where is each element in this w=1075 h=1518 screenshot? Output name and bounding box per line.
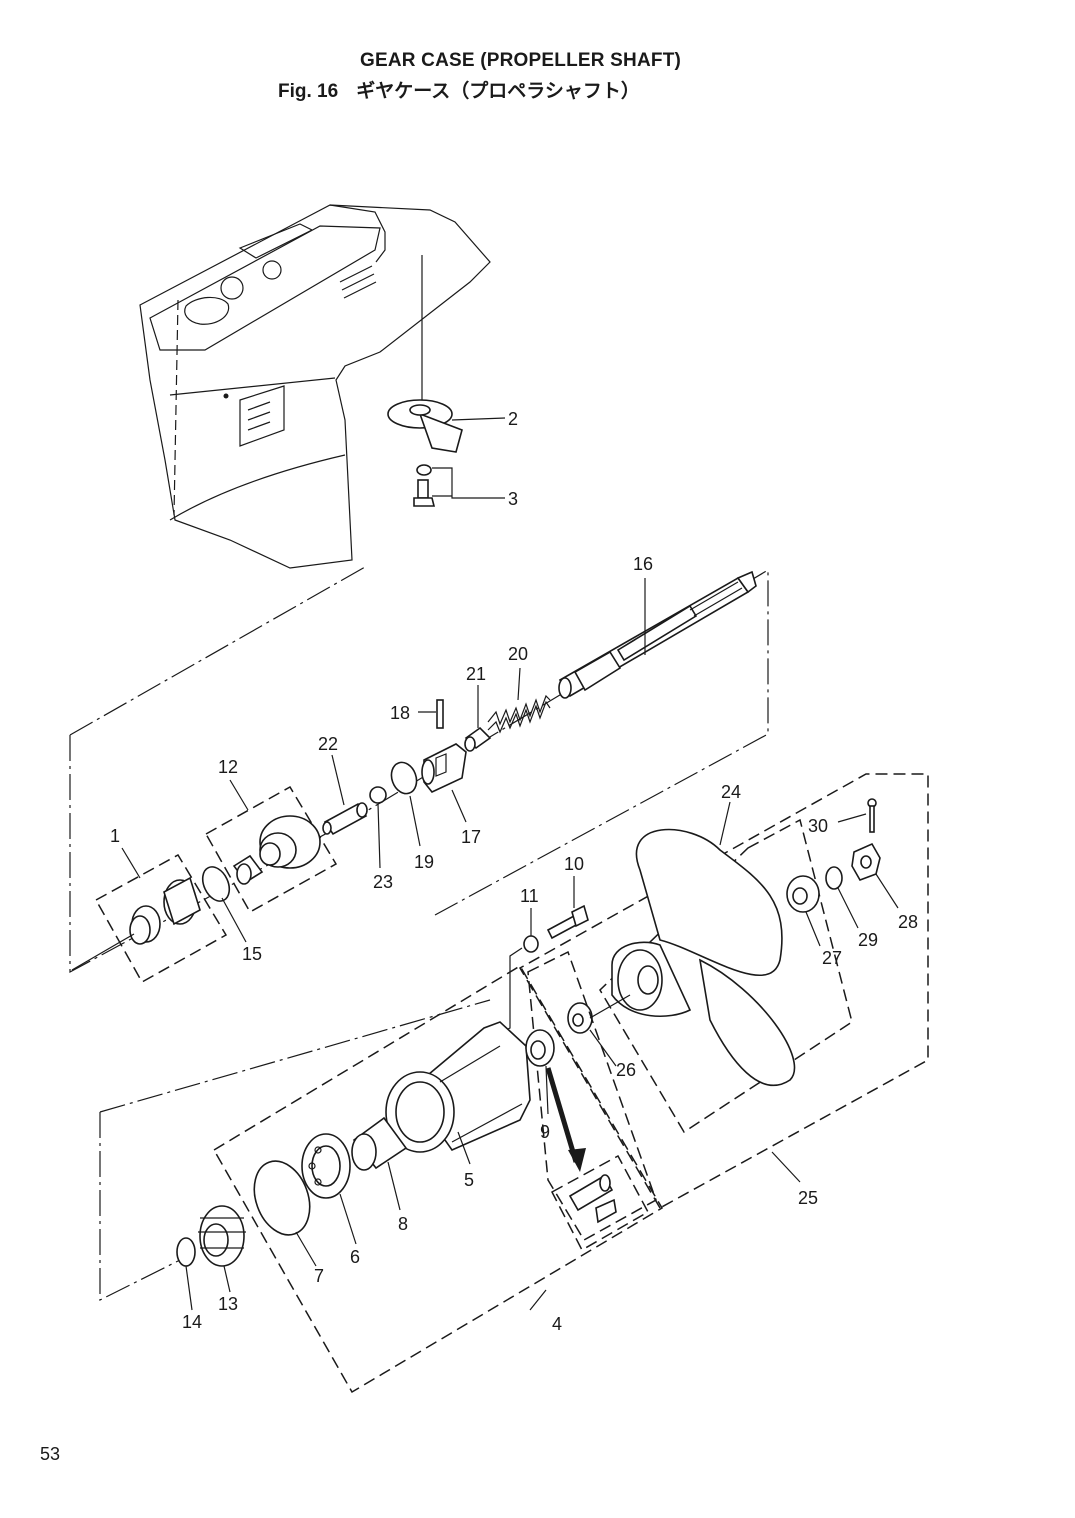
callout-6: 6 bbox=[350, 1247, 360, 1267]
callout-20: 20 bbox=[508, 644, 528, 664]
propeller-part-24 bbox=[611, 828, 796, 1087]
ball-bearing-part-6 bbox=[301, 1133, 351, 1199]
callout-1: 1 bbox=[110, 826, 120, 846]
callout-16: 16 bbox=[633, 554, 653, 574]
bearing-part-1 bbox=[129, 876, 201, 945]
callout-26: 26 bbox=[616, 1060, 636, 1080]
propeller-shaft-part-16 bbox=[558, 570, 757, 699]
forward-gear-part-12 bbox=[232, 815, 321, 885]
group-outline-1 bbox=[94, 853, 228, 984]
callout-27: 27 bbox=[822, 948, 842, 968]
washer-part-29 bbox=[825, 866, 843, 890]
callout-5: 5 bbox=[464, 1170, 474, 1190]
detail-inset-outline bbox=[550, 1154, 650, 1252]
bearing-housing-part-5 bbox=[385, 1021, 531, 1153]
callout-29: 29 bbox=[858, 930, 878, 950]
callout-9: 9 bbox=[540, 1122, 550, 1142]
bushing-part-8 bbox=[351, 1116, 408, 1171]
oil-seal-part-9 bbox=[525, 1029, 555, 1067]
callout-25: 25 bbox=[798, 1188, 818, 1208]
page-number: 53 bbox=[40, 1444, 61, 1464]
group-outline-12 bbox=[204, 785, 338, 914]
group-outline-9 bbox=[527, 950, 657, 1242]
thrust-holder-part-27 bbox=[786, 875, 820, 913]
callout-23: 23 bbox=[373, 872, 393, 892]
clutch-part-17 bbox=[421, 743, 467, 793]
callout-30: 30 bbox=[808, 816, 828, 836]
ring-part-14 bbox=[176, 1237, 196, 1267]
callout-12: 12 bbox=[218, 757, 238, 777]
callout-24: 24 bbox=[721, 782, 741, 802]
figure-title-japanese: ギヤケース（プロペラシャフト） bbox=[356, 80, 640, 102]
figure-heading: Fig. 16 ギヤケース（プロペラシャフト） bbox=[278, 76, 640, 103]
spring-part-20 bbox=[487, 694, 551, 734]
push-rod-part-22 bbox=[322, 802, 368, 836]
bolt-part-10 bbox=[546, 904, 589, 940]
gear-case-housing-outline bbox=[139, 204, 491, 569]
reverse-gear-part-13 bbox=[198, 1205, 246, 1267]
seal-detail bbox=[568, 1174, 617, 1224]
callout-10: 10 bbox=[564, 854, 584, 874]
ball-part-23 bbox=[369, 786, 387, 804]
spacer-part-26 bbox=[567, 1002, 593, 1034]
callout-22: 22 bbox=[318, 734, 338, 754]
callout-14: 14 bbox=[182, 1312, 202, 1332]
page-title: GEAR CASE (PROPELLER SHAFT) bbox=[360, 50, 682, 71]
group-outline-25 bbox=[518, 773, 929, 1210]
callout-7: 7 bbox=[314, 1266, 324, 1286]
callout-8: 8 bbox=[398, 1214, 408, 1234]
callout-2: 2 bbox=[508, 409, 518, 429]
callout-17: 17 bbox=[461, 827, 481, 847]
cotter-pin-part-30 bbox=[867, 798, 877, 833]
callout-28: 28 bbox=[898, 912, 918, 932]
figure-number: Fig. 16 bbox=[278, 81, 339, 102]
callout-19: 19 bbox=[414, 852, 434, 872]
callout-18: 18 bbox=[390, 703, 410, 723]
callout-4: 4 bbox=[552, 1314, 562, 1334]
zinc-anode-part-2 bbox=[387, 399, 463, 453]
callout-15: 15 bbox=[242, 944, 262, 964]
callout-21: 21 bbox=[466, 664, 486, 684]
o-ring-part-7 bbox=[253, 1160, 311, 1236]
ring-part-19 bbox=[390, 761, 418, 795]
group-outline-4 bbox=[212, 964, 664, 1394]
pin-part-18 bbox=[436, 699, 444, 729]
callout-3: 3 bbox=[508, 489, 518, 509]
bolt-washer-part-3 bbox=[413, 464, 436, 507]
washer-part-11 bbox=[523, 935, 539, 953]
plunger-part-21 bbox=[464, 726, 492, 752]
callout-13: 13 bbox=[218, 1294, 238, 1314]
callout-11: 11 bbox=[520, 886, 539, 906]
retaining-ring-part-15 bbox=[201, 866, 231, 902]
